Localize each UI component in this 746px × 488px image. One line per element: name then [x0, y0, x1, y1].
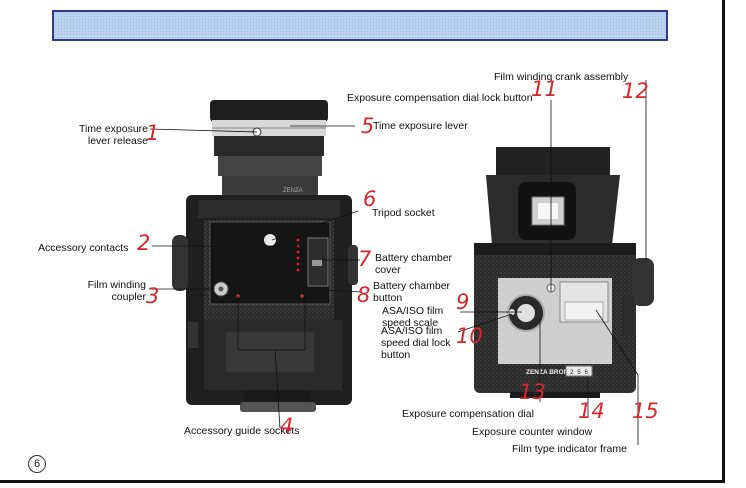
label-asa-iso-film-speed-dial-lock-button: ASA/ISO film speed dial lock button: [381, 325, 451, 361]
label-exposure-compensation-dial: Exposure compensation dial: [402, 408, 534, 420]
finder-top: [496, 147, 610, 175]
callout-number-14: 14: [578, 399, 605, 423]
page-border-bottom: [0, 480, 725, 483]
callout-number-15: 15: [632, 399, 659, 423]
label-accessory-guide-sockets: Accessory guide sockets: [184, 425, 300, 437]
callout-number-8: 8: [357, 283, 371, 307]
tripod-socket-mark: [264, 234, 276, 246]
lens-focus-ring: [214, 136, 324, 156]
camera-bottom-view: ZENZA: [172, 100, 358, 412]
callout-number-1: 1: [146, 121, 160, 145]
callout-number-13: 13: [519, 380, 546, 404]
label-film-winding-crank-assembly: Film winding crank assembly: [494, 71, 629, 83]
label-time-exposure-lever: Time exposure lever: [373, 120, 468, 132]
callout-number-5: 5: [361, 114, 375, 138]
leader-lines: [149, 80, 647, 445]
page-border-right: [722, 0, 725, 480]
label-film-type-indicator-frame: Film type indicator frame: [512, 443, 627, 455]
label-exposure-counter-window: Exposure counter window: [472, 426, 593, 438]
callout-number-11: 11: [531, 77, 558, 101]
back-brand-text: ZENZA BRONICA: [526, 369, 580, 376]
lens-hood: [210, 100, 328, 122]
label-battery-chamber-button: Battery chamber button: [373, 280, 451, 304]
camera-rear-view: ZENZA BRONICA 2 5 6: [474, 147, 654, 398]
callout-number-6: 6: [363, 187, 377, 211]
battery-chamber-button: [312, 260, 322, 266]
callout-number-4: 4: [280, 414, 294, 438]
label-time-exposure-lever-release: Time exposure lever release: [78, 123, 148, 147]
label-tripod-socket: Tripod socket: [372, 207, 435, 219]
callout-number-3: 3: [146, 284, 160, 308]
label-accessory-contacts: Accessory contacts: [38, 242, 129, 254]
lens-barrel: [218, 156, 322, 176]
accessory-guide-socket: [300, 294, 304, 298]
asa-iso-film-speed-scale: [517, 304, 535, 322]
callout-number-10: 10: [456, 324, 483, 348]
page-number: 6: [28, 455, 46, 473]
film-winding-crank: [632, 258, 654, 306]
label-asa-iso-film-speed-scale: ASA/ISO film speed scale: [382, 305, 444, 329]
callout-number-7: 7: [358, 247, 372, 271]
right-side-knob: [348, 245, 358, 285]
counter-window-text: 2 5 6: [570, 369, 588, 376]
exposure-counter-window: [565, 365, 593, 377]
callout-number-12: 12: [622, 79, 649, 103]
lens-brand-text: ZENZA: [283, 188, 303, 194]
label-exposure-compensation-dial-lock-button: Exposure compensation dial lock button: [347, 92, 533, 104]
label-film-winding-coupler: Film winding coupler: [87, 279, 146, 303]
section-header-bar: [52, 10, 668, 41]
label-battery-chamber-cover: Battery chamber cover: [375, 252, 453, 276]
left-side-knob: [172, 235, 188, 291]
callout-number-9: 9: [456, 290, 470, 314]
callout-number-2: 2: [137, 231, 151, 255]
